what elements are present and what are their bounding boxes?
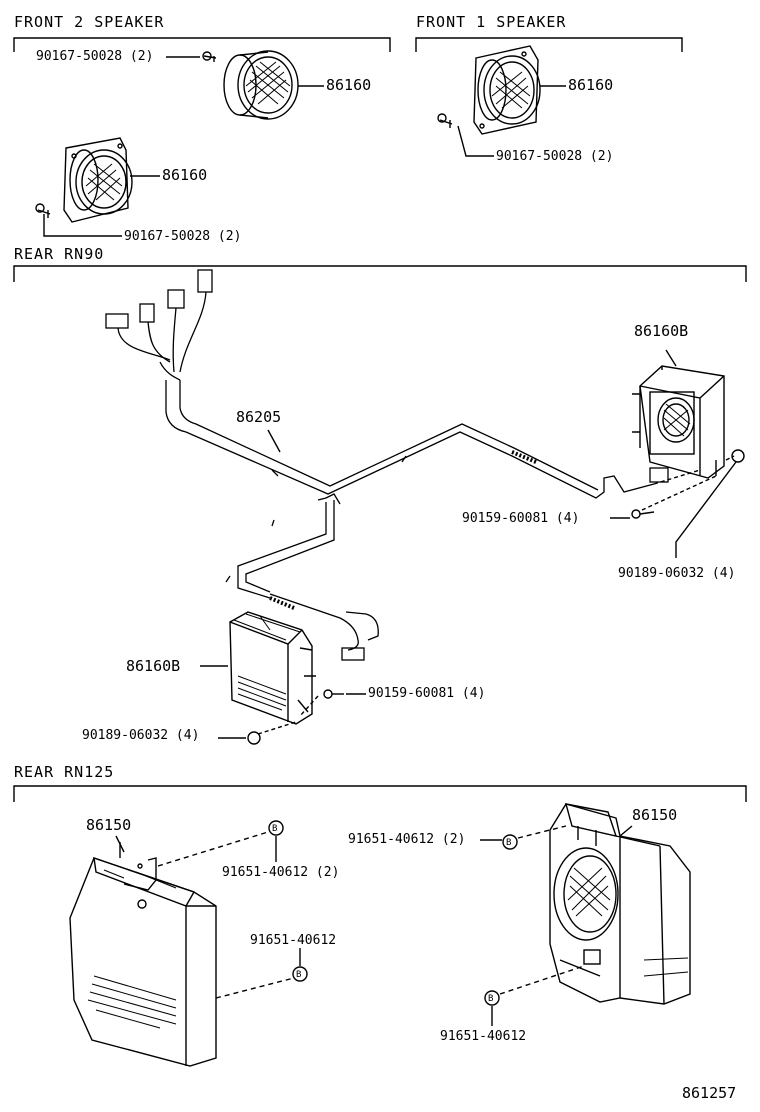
front2-speaker-bottom — [63, 137, 133, 223]
label-f2-screw: 90167-50028 (2) — [36, 49, 154, 64]
label-rn125-speaker-left: 86150 — [86, 816, 132, 834]
rn90-washer-right — [731, 449, 745, 463]
front2-speaker-top — [223, 50, 299, 120]
leader — [665, 349, 677, 367]
rn90-speaker-right — [632, 365, 725, 479]
rn90-washer-left — [247, 731, 261, 745]
label-rn90-speaker-right: 86160B — [634, 322, 689, 340]
label-rn90-speaker-left: 86160B — [126, 657, 181, 675]
label-rn125-rivet-right-bottom: 91651-40612 — [440, 1029, 527, 1044]
leader — [619, 825, 633, 837]
label-rn90-bolt-right: 90159-60081 (4) — [462, 511, 580, 526]
label-rn90-washer-right: 90189-06032 (4) — [618, 566, 736, 581]
rear-rn125-bracket — [13, 785, 747, 802]
label-rn90-bolt-left: 90159-60081 (4) — [368, 686, 486, 701]
connector — [649, 467, 669, 483]
front2-screw-bottom — [35, 203, 51, 218]
rn125-speaker-right — [549, 803, 691, 1005]
rn125-speaker-left — [69, 842, 217, 1067]
rn90-speaker-left — [229, 611, 316, 725]
leader — [267, 429, 281, 453]
rear-rn90-bracket — [13, 265, 747, 282]
label-f1-speaker: 86160 — [568, 76, 614, 94]
label-rn125-rivet-right-top: 91651-40612 (2) — [348, 832, 466, 847]
harness-86205 — [105, 269, 669, 661]
label-f2-speaker-bottom: 86160 — [162, 166, 208, 184]
rn125-rivet-right-top — [502, 834, 518, 850]
label-harness: 86205 — [236, 408, 282, 426]
rn125-rivet-left-top — [268, 820, 284, 836]
connector — [139, 303, 155, 323]
front2-bracket — [13, 37, 391, 52]
front1-screw — [437, 113, 453, 128]
rivet-mark: B — [272, 824, 278, 834]
section-front2-title: FRONT 2 SPEAKER — [14, 13, 165, 31]
figure-number: 861257 — [682, 1084, 737, 1102]
rivet-mark: B — [296, 970, 302, 980]
label-f2-screw-bottom: 90167-50028 (2) — [124, 229, 242, 244]
leader — [653, 469, 701, 485]
leader — [43, 214, 122, 237]
rn90-bolt-right — [631, 509, 655, 519]
leader — [115, 835, 125, 853]
front2-screw-top — [202, 51, 217, 62]
connector — [341, 647, 365, 661]
section-front1-title: FRONT 1 SPEAKER — [416, 13, 567, 31]
rn125-rivet-left-bottom — [292, 966, 308, 982]
label-rn125-rivet-left-bottom: 91651-40612 — [250, 933, 337, 948]
connector — [105, 313, 129, 329]
rn125-rivet-right-bottom — [484, 990, 500, 1006]
section-rear-rn125-title: REAR RN125 — [14, 763, 115, 781]
label-rn125-speaker-right: 86150 — [632, 806, 678, 824]
rn90-bolt-left — [323, 689, 344, 699]
connector — [167, 289, 185, 309]
label-f1-screw: 90167-50028 (2) — [496, 149, 614, 164]
leader — [457, 125, 494, 157]
front1-bracket — [415, 37, 683, 52]
label-f2-speaker-top: 86160 — [326, 76, 372, 94]
connector — [197, 269, 213, 293]
label-rn125-rivet-left-top: 91651-40612 (2) — [222, 865, 340, 880]
label-rn90-washer-left: 90189-06032 (4) — [82, 728, 200, 743]
rivet-mark: B — [506, 838, 512, 848]
leader — [675, 461, 737, 558]
section-rear-rn90-title: REAR RN90 — [14, 245, 105, 263]
front1-speaker — [473, 45, 541, 135]
rivet-mark: B — [488, 994, 494, 1004]
